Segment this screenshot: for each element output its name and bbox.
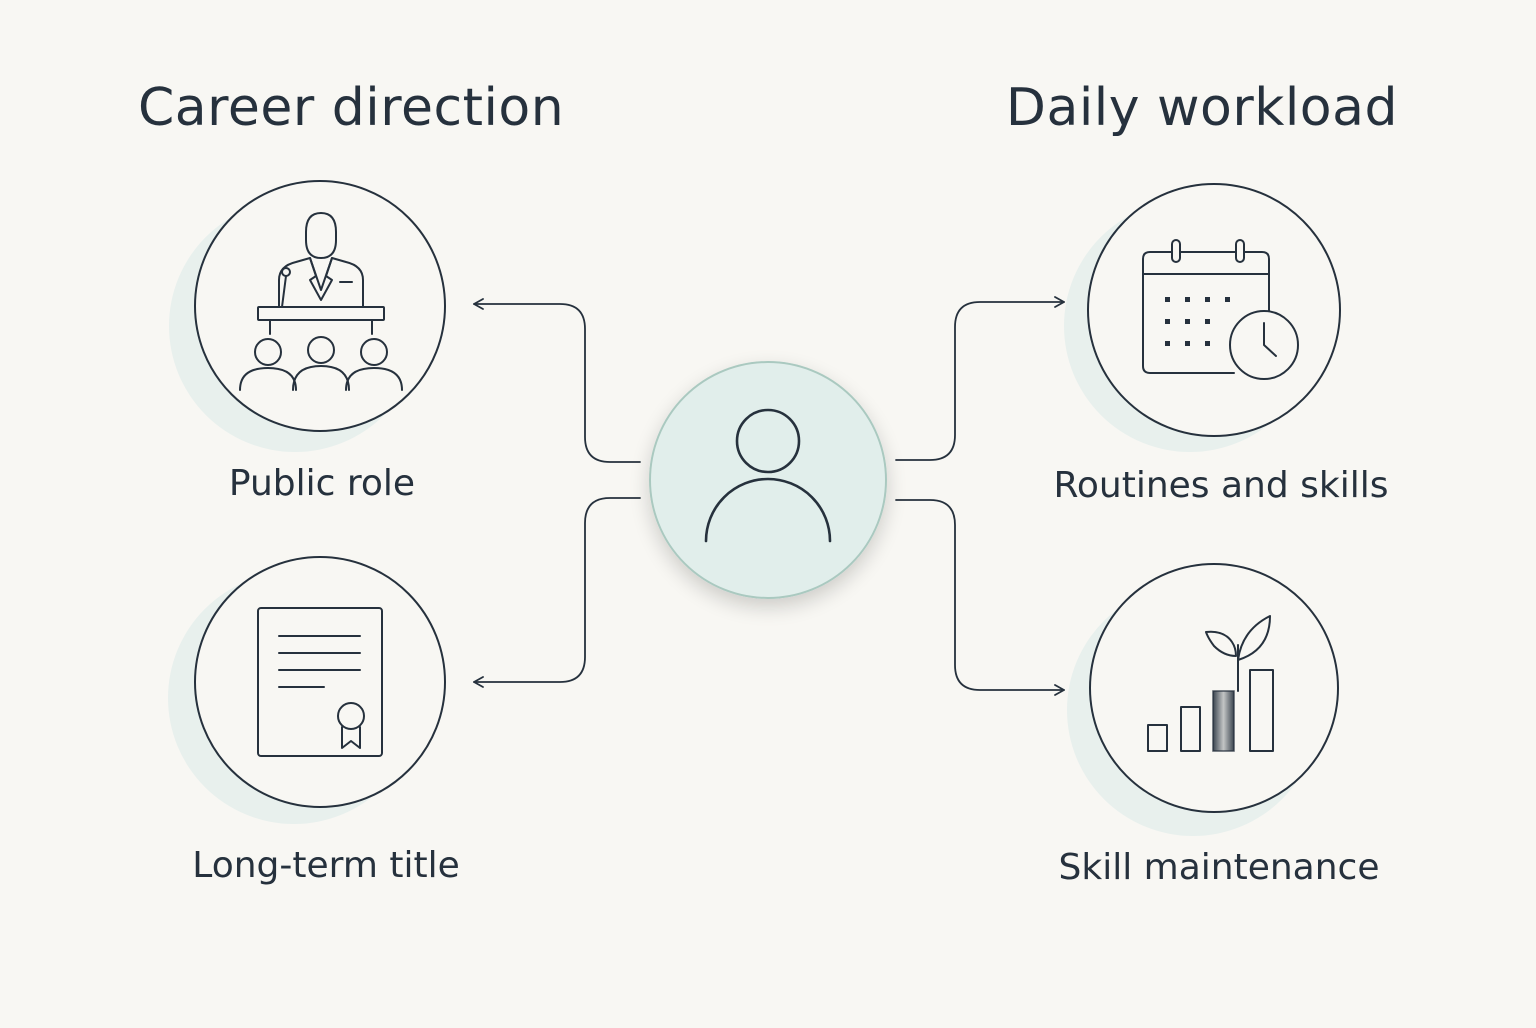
node-routines [1087, 183, 1341, 437]
connectors [473, 296, 1065, 696]
node-long-term-title [194, 556, 446, 808]
heading-daily-workload: Daily workload [1005, 78, 1398, 138]
center-node [649, 361, 887, 599]
label-skill-maintenance: Skill maintenance [1058, 847, 1380, 888]
heading-career-direction: Career direction [138, 78, 565, 138]
connector-public-role [473, 298, 641, 463]
node-maintenance [1089, 563, 1339, 813]
label-public-role: Public role [228, 463, 416, 504]
certificate-icon [257, 607, 383, 757]
growth-chart-icon [1147, 615, 1274, 752]
label-long-term-title: Long-term title [192, 845, 460, 886]
calendar-clock-icon [1142, 239, 1299, 380]
podium-audience-icon [239, 212, 403, 391]
connector-maintenance [895, 499, 1065, 696]
connector-routines [895, 296, 1065, 461]
person-icon [704, 408, 832, 543]
label-routines-and-skills: Routines and skills [1053, 465, 1389, 506]
connector-long-term-title [473, 497, 641, 688]
